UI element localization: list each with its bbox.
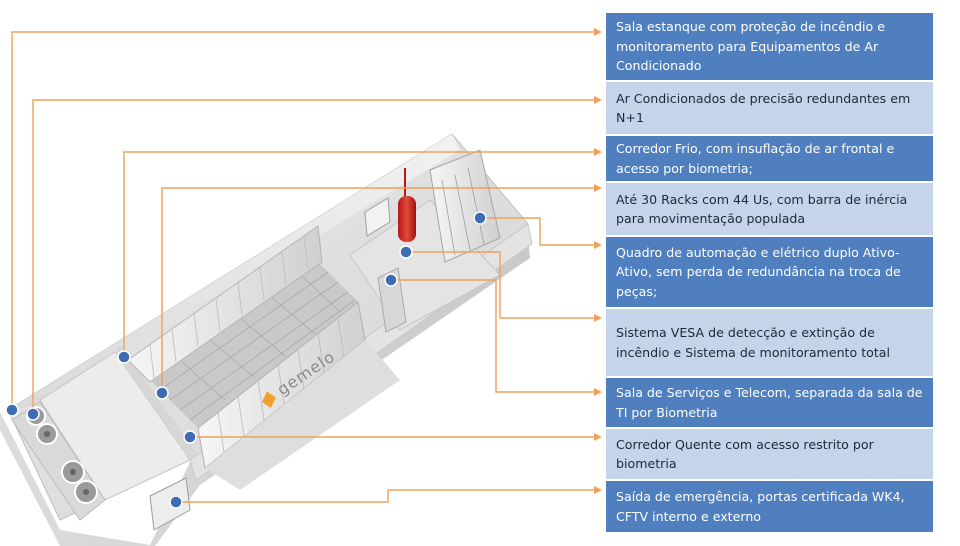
callout-box-emergency-exit: Saída de emergência, portas certificada … xyxy=(606,481,933,532)
back-rack-slots xyxy=(149,236,309,379)
ac-room-partition xyxy=(115,345,196,460)
callout-text: Saída de emergência, portas certificada … xyxy=(616,489,905,524)
point-markers xyxy=(5,211,487,509)
point-marker-3 xyxy=(155,386,169,400)
callout-text: Corredor Quente com acesso restrito por … xyxy=(616,436,874,472)
door-in-wall xyxy=(364,197,391,237)
ac-fan xyxy=(74,480,98,504)
cold-aisle-grid xyxy=(159,271,356,421)
callout-box-cold-aisle: Corredor Frio, com insuflação de ar fron… xyxy=(606,136,933,181)
leader-arrow-5 xyxy=(594,314,602,322)
leader-arrow-3 xyxy=(594,184,602,192)
rack-area xyxy=(127,225,400,490)
leader-arrow-2 xyxy=(594,148,602,156)
leader-line-3 xyxy=(161,187,594,393)
leader-arrow-6 xyxy=(594,388,602,396)
point-marker-1 xyxy=(26,407,40,421)
fire-extinguisher-cylinder xyxy=(398,196,416,242)
leader-line-6 xyxy=(391,279,594,393)
point-marker-5 xyxy=(399,245,413,259)
leader-arrow-4 xyxy=(594,241,602,249)
callout-text: Até 30 Racks com 44 Us, com barra de iné… xyxy=(616,191,908,227)
point-marker-8 xyxy=(169,495,183,509)
callout-text: Sala estanque com proteção de incêndio e… xyxy=(616,19,885,74)
callout-text: Corredor Frio, com insuflação de ar fron… xyxy=(616,141,895,176)
callout-box-racks: Até 30 Racks com 44 Us, com barra de iné… xyxy=(606,183,933,235)
callout-box-fire-system: Sistema VESA de detecção e extinção de i… xyxy=(606,309,933,376)
callout-box-automation-panel: Quadro de automação e elétrico duplo Ati… xyxy=(606,237,933,307)
callout-box-hot-aisle: Corredor Quente com acesso restrito por … xyxy=(606,429,933,479)
telecom-rack xyxy=(377,267,407,333)
callout-box-precision-ac: Ar Condicionados de precisão redundantes… xyxy=(606,82,933,134)
hot-aisle-floor xyxy=(205,340,400,490)
electrical-panel xyxy=(429,149,501,263)
leader-arrow-0 xyxy=(594,28,602,36)
cold-aisle-floor xyxy=(150,262,358,428)
ac-fan xyxy=(36,423,58,445)
callout-text: Ar Condicionados de precisão redundantes… xyxy=(616,90,911,126)
callout-text: Quadro de automação e elétrico duplo Ati… xyxy=(616,244,901,299)
leader-line-4 xyxy=(480,217,594,246)
leader-line-8 xyxy=(176,489,594,503)
point-marker-7 xyxy=(183,430,197,444)
callout-box-service-room: Sala de Serviços e Telecom, separada da … xyxy=(606,378,933,427)
leader-line-0 xyxy=(11,31,594,410)
callout-text: Sistema VESA de detecção e extinção de i… xyxy=(616,325,890,360)
leader-line-5 xyxy=(406,251,594,319)
ac-fan xyxy=(61,460,85,484)
leader-line-1 xyxy=(32,99,594,414)
point-marker-0 xyxy=(5,403,19,417)
point-marker-2 xyxy=(117,350,131,364)
callout-text: Sala de Serviços e Telecom, separada da … xyxy=(616,385,923,420)
point-marker-4 xyxy=(473,211,487,225)
front-rack-slots xyxy=(217,316,345,453)
leader-line-2 xyxy=(123,151,594,357)
leader-arrow-1 xyxy=(594,96,602,104)
leader-arrow-8 xyxy=(594,486,602,494)
point-marker-6 xyxy=(384,273,398,287)
leader-arrow-7 xyxy=(594,433,602,441)
callout-box-ac-room: Sala estanque com proteção de incêndio e… xyxy=(606,13,933,80)
gemelo-logo-mark xyxy=(262,391,276,409)
container-back-wall xyxy=(8,134,460,410)
back-rack-row xyxy=(127,225,323,383)
leader-lines xyxy=(11,28,602,503)
